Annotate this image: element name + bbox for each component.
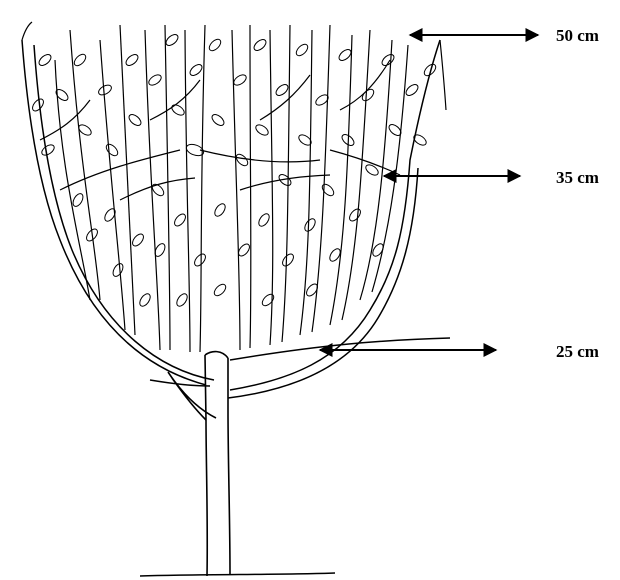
outer-scaffold-branches [22, 40, 450, 398]
leaves [30, 32, 437, 308]
dimension-label-middle: 35 cm [556, 168, 599, 188]
secondary-branches [22, 22, 446, 352]
ground-line [140, 573, 335, 576]
dimension-label-bottom: 25 cm [556, 342, 599, 362]
dimension-label-top: 50 cm [556, 26, 599, 46]
